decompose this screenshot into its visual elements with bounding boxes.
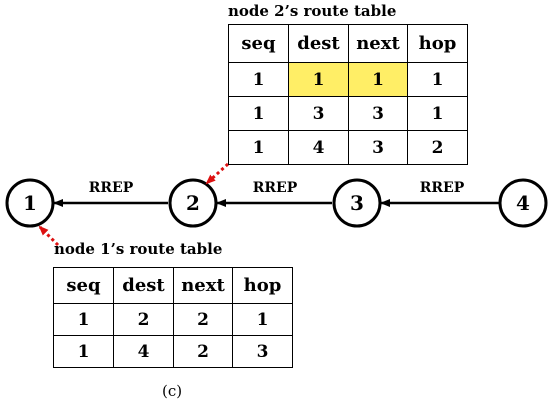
node1-route-table: seq dest next hop 1 2 2 1 1 4 2 3 [53, 267, 293, 368]
table2-cell: 3 [348, 130, 408, 165]
table2-cell-highlight: 1 [348, 62, 408, 97]
table2-cell: 1 [228, 130, 289, 165]
node-4: 4 [498, 178, 548, 228]
table-row: 1 3 3 1 [228, 96, 468, 131]
edge-3-2: RREP [216, 180, 332, 207]
table2-title: node 2’s route table [228, 2, 397, 20]
table1-header-seq: seq [53, 267, 114, 304]
table-row: 1 4 2 3 [53, 335, 293, 368]
edge-2-1: RREP [53, 180, 168, 207]
node-1: 1 [5, 178, 55, 228]
table1-header-row: seq dest next hop [53, 267, 293, 304]
table2-header-seq: seq [228, 24, 289, 63]
table1-cell: 1 [232, 303, 293, 336]
table1-header-dest: dest [113, 267, 174, 304]
table2-cell: 3 [288, 96, 349, 131]
table2-header-hop: hop [407, 24, 468, 63]
table-row: 1 4 3 2 [228, 130, 468, 165]
table1-cell: 2 [113, 303, 174, 336]
table-row: 1 2 2 1 [53, 303, 293, 336]
table2-cell-highlight: 1 [288, 62, 349, 97]
edge-4-3: RREP [380, 180, 500, 207]
table2-cell: 2 [407, 130, 468, 165]
table1-cell: 1 [53, 335, 114, 368]
edge-label-3-2: RREP [253, 180, 298, 196]
table2-cell: 1 [407, 62, 468, 97]
node-label-4: 4 [516, 191, 530, 215]
table2-cell: 1 [228, 62, 289, 97]
node-2: 2 [168, 178, 218, 228]
node-label-1: 1 [23, 191, 37, 215]
node-label-2: 2 [186, 191, 200, 215]
table2-cell: 4 [288, 130, 349, 165]
node2-route-table: seq dest next hop 1 1 1 1 1 3 3 1 1 4 3 … [228, 24, 468, 165]
table1-header-hop: hop [232, 267, 293, 304]
table1-cell: 3 [232, 335, 293, 368]
edge-label-2-1: RREP [89, 180, 134, 196]
table2-header-next: next [348, 24, 408, 63]
node-3: 3 [332, 178, 382, 228]
table1-cell: 2 [173, 303, 233, 336]
table-row: 1 1 1 1 [228, 62, 468, 97]
pointer-table1-to-node1 [38, 225, 60, 247]
table1-header-next: next [173, 267, 233, 304]
table2-cell: 1 [228, 96, 289, 131]
table1-title: node 1’s route table [54, 240, 223, 258]
table2-cell: 3 [348, 96, 408, 131]
pointer-table2-to-node2 [205, 162, 230, 185]
table1-cell: 4 [113, 335, 174, 368]
table2-header-dest: dest [288, 24, 349, 63]
node-label-3: 3 [350, 191, 364, 215]
table1-cell: 2 [173, 335, 233, 368]
table2-cell: 1 [407, 96, 468, 131]
table2-header-row: seq dest next hop [228, 24, 468, 63]
edge-label-4-3: RREP [420, 180, 465, 196]
table1-cell: 1 [53, 303, 114, 336]
figure-caption: (c) [162, 382, 183, 400]
